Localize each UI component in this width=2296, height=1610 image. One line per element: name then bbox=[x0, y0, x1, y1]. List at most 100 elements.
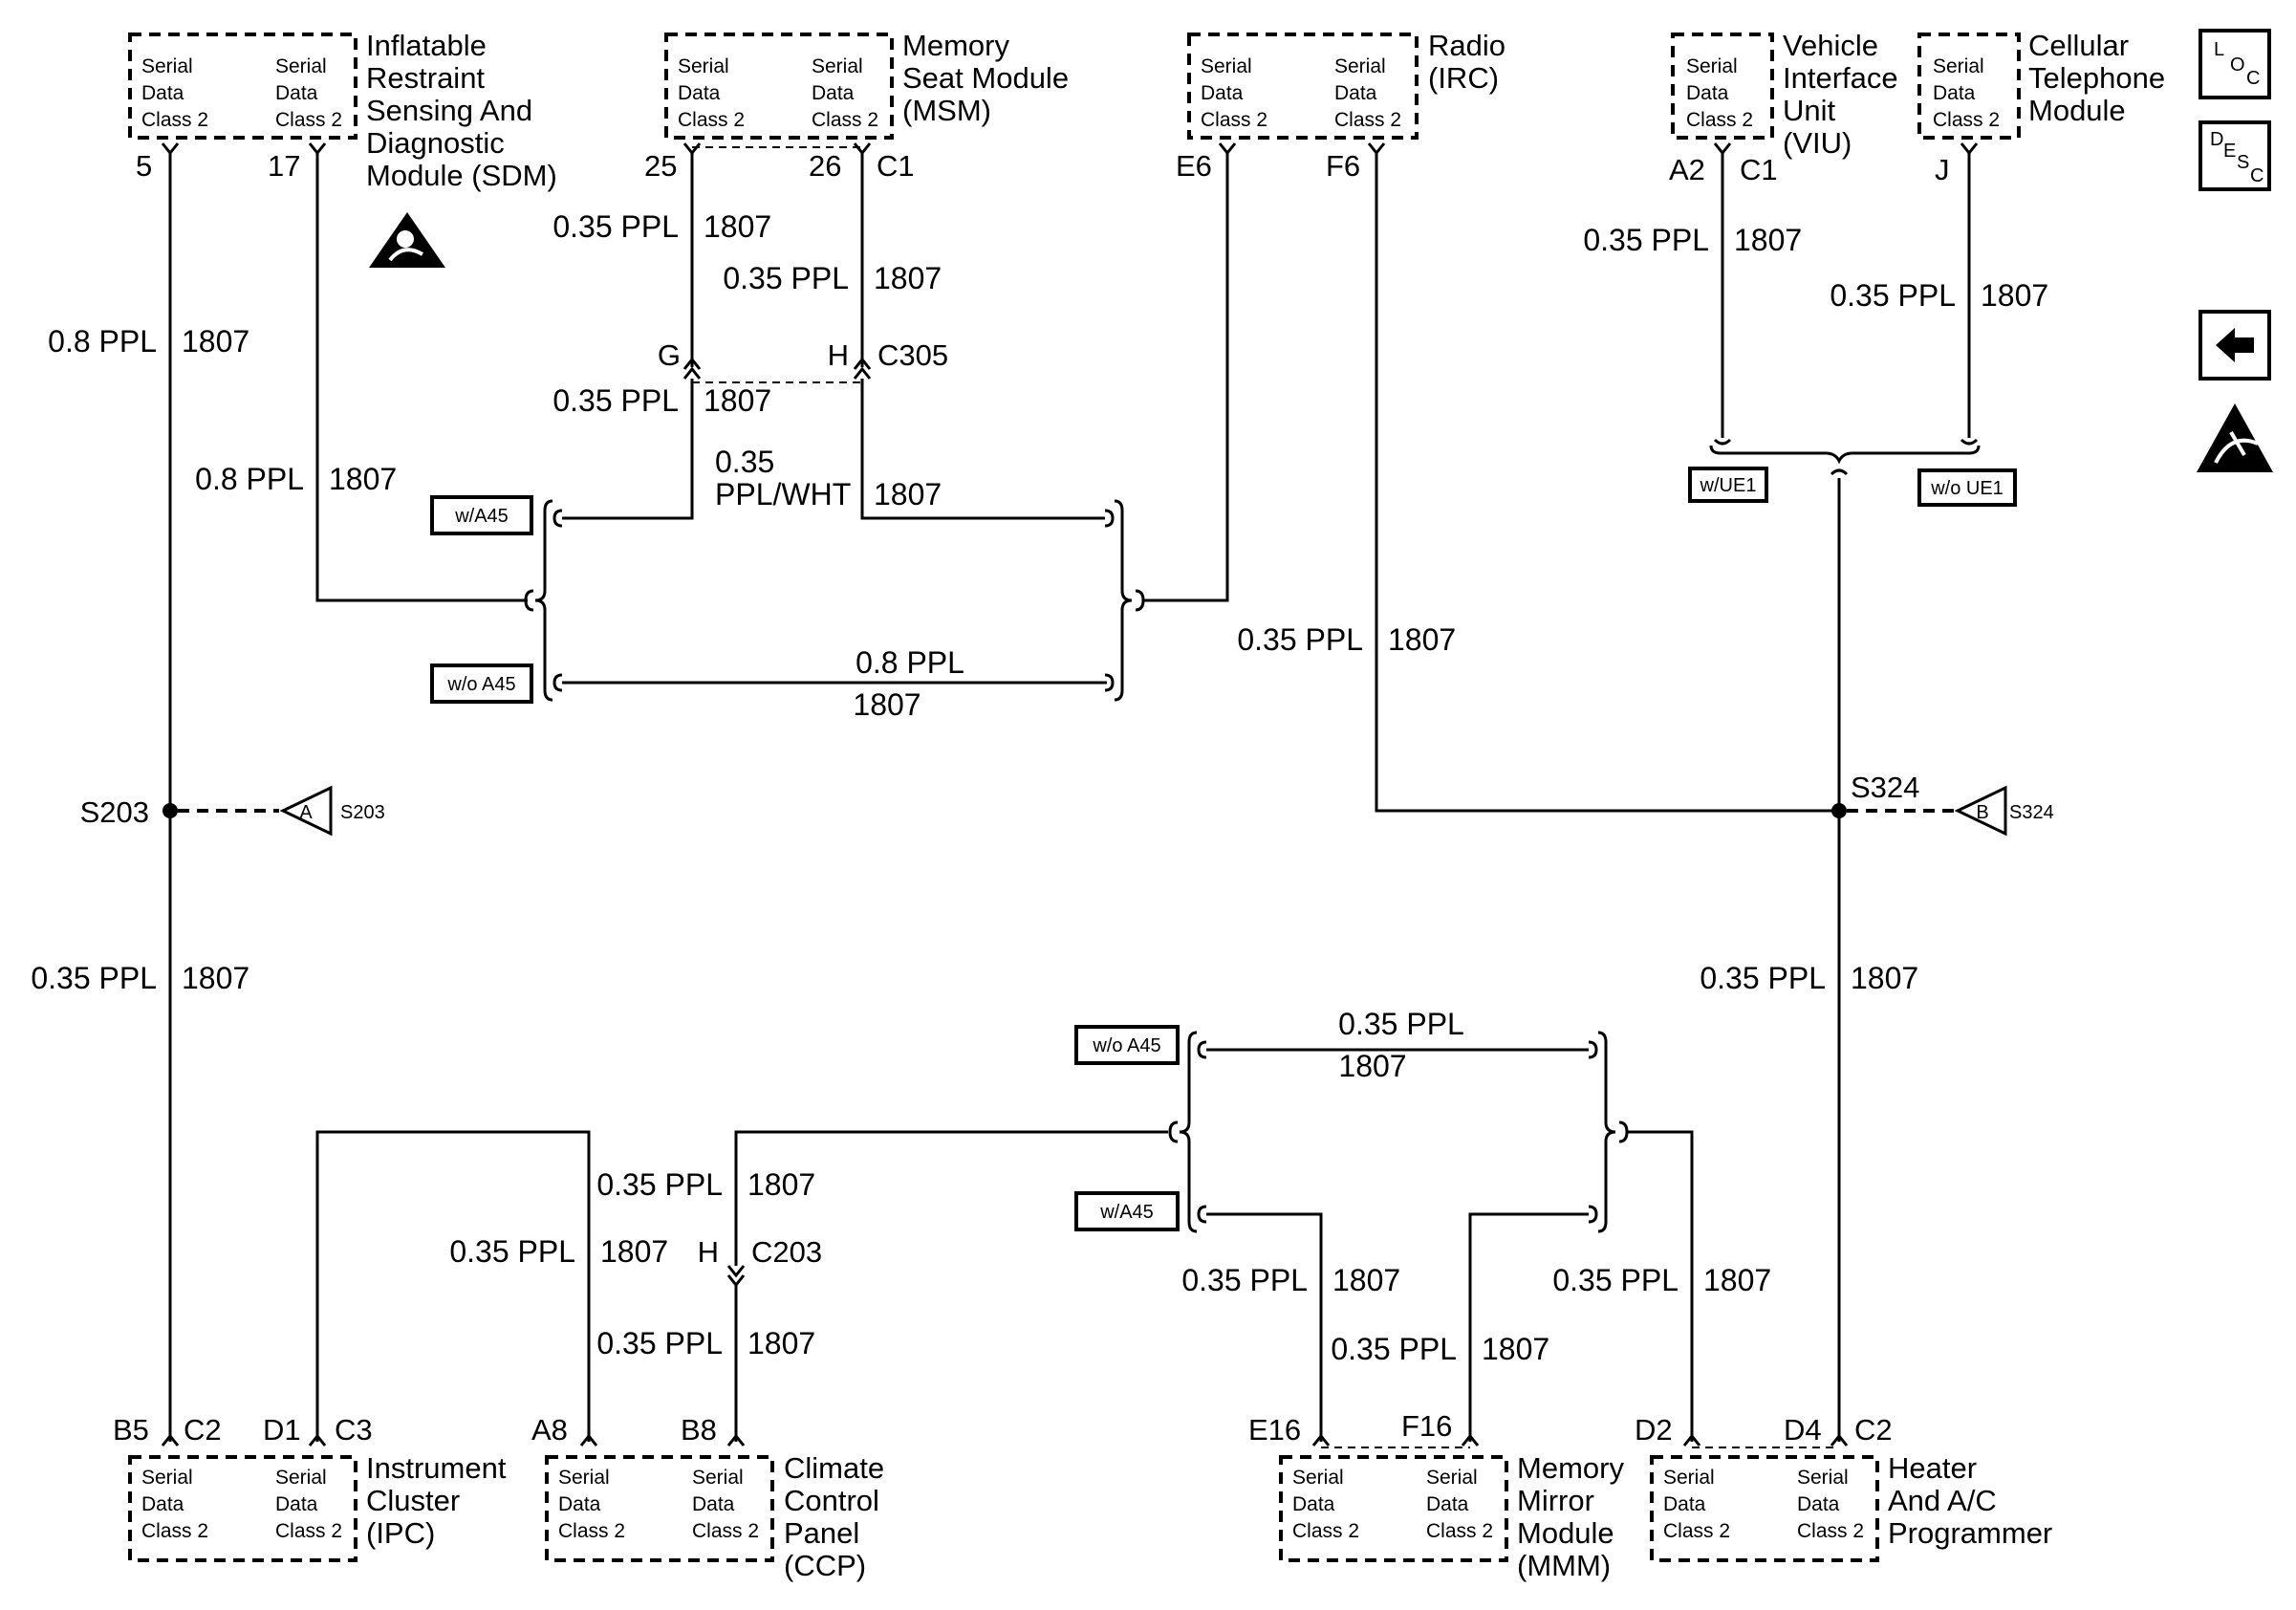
msm-pin-25: 25 bbox=[644, 149, 677, 183]
svg-text:B: B bbox=[1976, 802, 1988, 823]
svg-text:1807: 1807 bbox=[747, 1167, 815, 1202]
svg-text:Data: Data bbox=[1797, 1493, 1840, 1515]
svg-text:0.35: 0.35 bbox=[715, 445, 774, 479]
ipc-name-3: (IPC) bbox=[366, 1516, 435, 1550]
svg-text:0.35 PPL: 0.35 PPL bbox=[596, 1326, 723, 1360]
svg-text:Data: Data bbox=[812, 82, 855, 104]
svg-text:w/A45: w/A45 bbox=[454, 506, 509, 527]
svg-text:Serial: Serial bbox=[1797, 1467, 1849, 1489]
svg-text:1807: 1807 bbox=[1482, 1332, 1549, 1366]
hvac-name-2: And A/C bbox=[1888, 1484, 1997, 1517]
svg-text:0.35 PPL: 0.35 PPL bbox=[31, 961, 157, 995]
svg-text:Class 2: Class 2 bbox=[1686, 109, 1753, 131]
svg-text:Class 2: Class 2 bbox=[275, 109, 342, 131]
svg-text:0.35 PPL: 0.35 PPL bbox=[596, 1167, 723, 1202]
svg-text:w/o A45: w/o A45 bbox=[1092, 1035, 1160, 1056]
svg-text:1807: 1807 bbox=[329, 462, 397, 496]
svg-text:Serial: Serial bbox=[1686, 55, 1738, 77]
svg-text:0.8 PPL: 0.8 PPL bbox=[856, 645, 964, 680]
loc-icon[interactable]: L O C bbox=[2199, 29, 2271, 99]
sdm-pin-5: 5 bbox=[136, 149, 152, 183]
sdm-name-3: Sensing And bbox=[366, 94, 532, 127]
ccp-name-2: Control bbox=[784, 1484, 879, 1517]
sdm-module[interactable]: Serial Data Class 2 Serial Data Class 2 … bbox=[128, 29, 557, 192]
hvac-module[interactable]: Serial Data Class 2 Serial Data Class 2 … bbox=[1635, 1413, 2052, 1562]
svg-text:Serial: Serial bbox=[1663, 1467, 1715, 1489]
cellular-pin-j: J bbox=[1935, 153, 1950, 186]
svg-text:0.8 PPL: 0.8 PPL bbox=[48, 324, 157, 359]
hvac-pin-d4: D4 bbox=[1784, 1413, 1822, 1447]
svg-text:0.8 PPL: 0.8 PPL bbox=[195, 462, 304, 496]
svg-text:0.35 PPL: 0.35 PPL bbox=[1830, 278, 1956, 313]
svg-text:Class 2: Class 2 bbox=[1933, 109, 2000, 131]
svg-text:Class 2: Class 2 bbox=[678, 109, 745, 131]
ccp-name-4: (CCP) bbox=[784, 1549, 866, 1582]
svg-text:Class 2: Class 2 bbox=[692, 1520, 759, 1542]
svg-text:Data: Data bbox=[1686, 82, 1729, 104]
ccp-module[interactable]: Serial Data Class 2 Serial Data Class 2 … bbox=[531, 1413, 884, 1582]
ipc-pin-d1: D1 bbox=[263, 1413, 301, 1447]
wire-paths bbox=[161, 142, 1981, 1448]
splice-s324[interactable]: S324 B S324 bbox=[1851, 771, 2054, 837]
hvac-name-1: Heater bbox=[1888, 1451, 1977, 1485]
mmm-name-3: Module bbox=[1517, 1516, 1614, 1550]
sdm-name-1: Inflatable bbox=[366, 29, 487, 62]
hvac-connector-c2: C2 bbox=[1854, 1413, 1893, 1447]
svg-text:1807: 1807 bbox=[182, 324, 249, 359]
mmm-module[interactable]: Serial Data Class 2 Serial Data Class 2 … bbox=[1248, 1409, 1624, 1582]
ccp-name-1: Climate bbox=[784, 1451, 884, 1485]
ipc-module[interactable]: Serial Data Class 2 Serial Data Class 2 … bbox=[113, 1413, 507, 1562]
mmm-pin-f16: F16 bbox=[1401, 1409, 1452, 1443]
svg-text:Data: Data bbox=[1292, 1493, 1335, 1515]
splice-s203[interactable]: S203 A S203 bbox=[80, 785, 385, 837]
ipc-connector-c2: C2 bbox=[184, 1413, 222, 1447]
ccp-pin-b8: B8 bbox=[681, 1413, 717, 1447]
mmm-name-2: Mirror bbox=[1517, 1484, 1594, 1517]
svg-text:1807: 1807 bbox=[704, 383, 771, 418]
svg-text:Class 2: Class 2 bbox=[1292, 1520, 1359, 1542]
svg-text:S: S bbox=[2237, 152, 2249, 173]
radio-pin-f6: F6 bbox=[1326, 149, 1360, 183]
msm-module[interactable]: Serial Data Class 2 Serial Data Class 2 … bbox=[644, 29, 1069, 183]
ccp-pin-a8: A8 bbox=[531, 1413, 568, 1447]
mmm-name-4: (MMM) bbox=[1517, 1549, 1611, 1582]
cellular-name-2: Telephone bbox=[2028, 61, 2165, 95]
svg-text:w/o UE1: w/o UE1 bbox=[1930, 478, 2004, 499]
svg-text:Data: Data bbox=[1334, 82, 1377, 104]
sdm-name-2: Restraint bbox=[366, 61, 485, 95]
svg-text:w/o A45: w/o A45 bbox=[446, 674, 515, 695]
svg-text:0.35 PPL: 0.35 PPL bbox=[552, 383, 679, 418]
desc-icon[interactable]: D E S C bbox=[2199, 120, 2271, 191]
svg-text:Class 2: Class 2 bbox=[558, 1520, 625, 1542]
svg-text:1807: 1807 bbox=[1388, 622, 1456, 657]
sdm-pin-17: 17 bbox=[268, 149, 300, 183]
cellular-module[interactable]: Serial Data Class 2 Cellular Telephone M… bbox=[1917, 29, 2165, 186]
svg-text:1807: 1807 bbox=[874, 261, 942, 295]
svg-text:0.35 PPL: 0.35 PPL bbox=[1700, 961, 1826, 995]
svg-text:A: A bbox=[299, 802, 313, 823]
svg-text:0.35 PPL: 0.35 PPL bbox=[1331, 1332, 1457, 1366]
svg-text:C: C bbox=[2246, 68, 2260, 89]
hvac-name-3: Programmer bbox=[1888, 1516, 2052, 1550]
svg-text:Class 2: Class 2 bbox=[275, 1520, 342, 1542]
ipc-connector-c3: C3 bbox=[335, 1413, 373, 1447]
svg-text:1807: 1807 bbox=[600, 1234, 668, 1269]
radio-module[interactable]: Serial Data Class 2 Serial Data Class 2 … bbox=[1176, 29, 1505, 183]
viu-name-3: Unit bbox=[1783, 94, 1836, 127]
wire-labels: 0.8 PPL 1807 0.8 PPL 1807 0.35 PPL 1807 … bbox=[31, 209, 2048, 1366]
sdm-name-4: Diagnostic bbox=[366, 126, 505, 160]
svg-text:1807: 1807 bbox=[182, 961, 249, 995]
ipc-name-1: Instrument bbox=[366, 1451, 507, 1485]
svg-text:Serial: Serial bbox=[1292, 1467, 1344, 1489]
sdm-name-5: Module (SDM) bbox=[366, 159, 557, 192]
option-wo-a45-bottom: w/o A45 bbox=[1074, 1025, 1180, 1065]
svg-text:S203: S203 bbox=[80, 795, 149, 829]
svg-text:Class 2: Class 2 bbox=[141, 109, 208, 131]
svg-text:1807: 1807 bbox=[1332, 1263, 1400, 1297]
svg-text:Class 2: Class 2 bbox=[1797, 1520, 1864, 1542]
back-arrow-icon[interactable] bbox=[2199, 310, 2271, 381]
c203-pin-h: H bbox=[698, 1235, 719, 1269]
svg-text:L: L bbox=[2214, 39, 2224, 60]
viu-module[interactable]: Serial Data Class 2 Vehicle Interface Un… bbox=[1669, 29, 1898, 186]
cellular-name-3: Module bbox=[2028, 94, 2126, 127]
